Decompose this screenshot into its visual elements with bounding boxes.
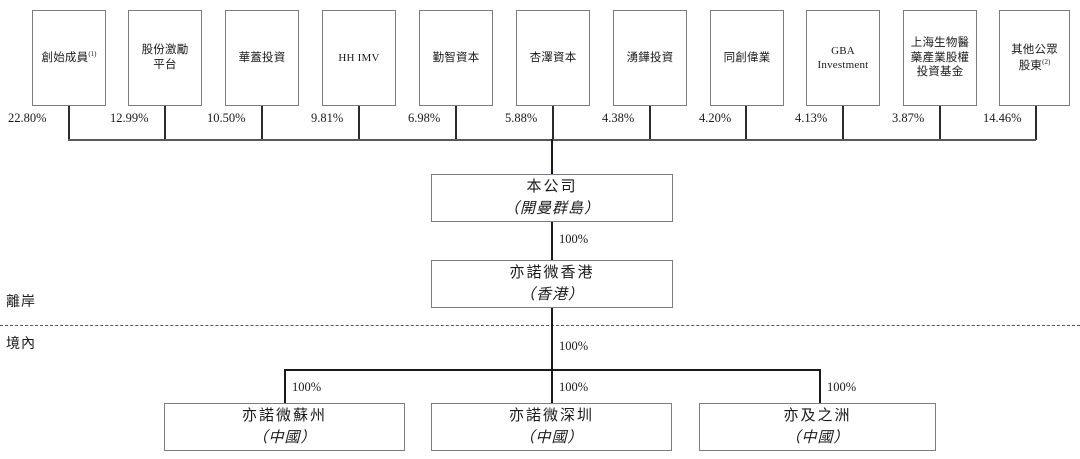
- shareholder-box-7: 湧鏵投資: [613, 10, 687, 106]
- entity-box-subsidiary-1: 亦諾微蘇州 （中國）: [164, 403, 405, 451]
- shareholder-label-6: 杏澤資本: [529, 51, 577, 64]
- shareholder-box-4: HH IMV: [322, 10, 396, 106]
- shareholder-box-5: 勤智資本: [419, 10, 493, 106]
- shareholder-box-6: 杏澤資本: [516, 10, 590, 106]
- hk-to-subsidiaries-line: [551, 308, 553, 370]
- entity-box-subsidiary-2: 亦諾微深圳 （中國）: [431, 403, 672, 451]
- pct-subsidiary-3: 100%: [827, 380, 857, 394]
- shareholder-label-9-line1: GBA: [831, 44, 855, 57]
- subsidiary-3-name: 亦及之洲: [783, 408, 852, 425]
- shareholder-box-3: 華蓋投資: [225, 10, 299, 106]
- shareholder-pct-5: 6.98%: [408, 111, 441, 125]
- shareholder-pct-8: 4.20%: [699, 111, 732, 125]
- shareholder-box-11: 其他公眾 股東(2): [999, 10, 1070, 106]
- shareholder-drop-8: [745, 106, 747, 140]
- shareholder-pct-11: 14.46%: [983, 111, 1022, 125]
- subsidiary-1-name: 亦諾微蘇州: [241, 408, 327, 425]
- shareholder-drop-5: [455, 106, 457, 140]
- shareholder-label-5: 勤智資本: [432, 51, 480, 64]
- shareholder-drop-1: [68, 106, 70, 140]
- shareholder-label-8: 同創偉業: [723, 51, 771, 64]
- footnote-marker-1: (1): [88, 50, 97, 59]
- shareholder-pct-1: 22.80%: [8, 111, 47, 125]
- shareholder-box-8: 同創偉業: [710, 10, 784, 106]
- subsidiary-2-jurisdiction: （中國）: [519, 429, 584, 446]
- shareholder-label-7: 湧鏵投資: [626, 51, 674, 64]
- footnote-marker-2: (2): [1042, 57, 1051, 66]
- shareholder-drop-4: [358, 106, 360, 140]
- shareholder-label-1: 創始成員(1): [41, 50, 97, 64]
- shareholder-label-11-line1: 其他公眾: [1011, 43, 1058, 56]
- subsidiary-3-jurisdiction: （中國）: [785, 429, 850, 446]
- shareholder-label-9-line2: Investment: [817, 59, 869, 71]
- shareholder-box-9: GBA Investment: [806, 10, 880, 106]
- hongkong-jurisdiction: （香港）: [519, 286, 584, 303]
- pct-hk-to-subsidiaries: 100%: [559, 339, 589, 353]
- shareholder-pct-7: 4.38%: [602, 111, 635, 125]
- shareholder-drop-2: [164, 106, 166, 140]
- shareholder-drop-10: [939, 106, 941, 140]
- shareholder-label-10-line1: 上海生物醫: [910, 36, 970, 49]
- shareholder-pct-10: 3.87%: [892, 111, 925, 125]
- shareholder-label-2-line2: 平台: [153, 59, 177, 71]
- subsidiary-drop-2: [551, 369, 553, 403]
- subsidiary-2-name: 亦諾微深圳: [508, 408, 594, 425]
- zone-label-onshore: 境內: [6, 337, 36, 352]
- company-jurisdiction: （開曼群島）: [503, 200, 600, 217]
- shareholder-pct-2: 12.99%: [110, 111, 149, 125]
- offshore-onshore-divider: [0, 325, 1080, 326]
- pct-company-to-hk: 100%: [559, 232, 589, 246]
- company-inbound-line: [551, 139, 553, 174]
- shareholder-drop-11: [1035, 106, 1037, 140]
- entity-box-company: 本公司 （開曼群島）: [431, 174, 673, 222]
- entity-box-subsidiary-3: 亦及之洲 （中國）: [699, 403, 936, 451]
- shareholder-label-10-line3: 投資基金: [916, 66, 964, 79]
- shareholder-drop-6: [552, 106, 554, 140]
- shareholder-label-11-line2: 股東(2): [1018, 57, 1051, 72]
- subsidiary-1-jurisdiction: （中國）: [252, 429, 317, 446]
- shareholder-box-2: 股份激勵 平台: [128, 10, 202, 106]
- shareholder-pct-4: 9.81%: [311, 111, 344, 125]
- hongkong-name: 亦諾微香港: [509, 265, 595, 282]
- pct-subsidiary-2: 100%: [559, 380, 589, 394]
- company-name: 本公司: [526, 179, 578, 196]
- subsidiary-drop-1: [284, 369, 286, 403]
- entity-box-hongkong: 亦諾微香港 （香港）: [431, 260, 673, 308]
- shareholder-label-3: 華蓋投資: [238, 51, 286, 64]
- shareholder-box-1: 創始成員(1): [32, 10, 106, 106]
- shareholder-pct-3: 10.50%: [207, 111, 246, 125]
- shareholder-box-10: 上海生物醫 藥產業股權 投資基金: [903, 10, 977, 106]
- shareholder-pct-6: 5.88%: [505, 111, 538, 125]
- shareholder-drop-7: [649, 106, 651, 140]
- shareholder-drop-9: [842, 106, 844, 140]
- shareholder-drop-3: [261, 106, 263, 140]
- shareholder-label-4: HH IMV: [338, 51, 380, 64]
- zone-label-offshore: 離岸: [6, 295, 36, 310]
- shareholder-label-2-line1: 股份激勵: [141, 44, 189, 57]
- shareholder-pct-9: 4.13%: [795, 111, 828, 125]
- subsidiary-drop-3: [819, 369, 821, 403]
- pct-subsidiary-1: 100%: [292, 380, 322, 394]
- company-to-hk-line: [551, 222, 553, 260]
- shareholder-label-10-line2: 藥產業股權: [910, 51, 970, 64]
